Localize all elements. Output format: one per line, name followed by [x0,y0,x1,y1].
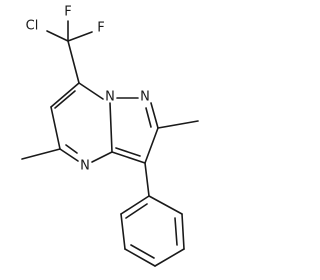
bond-c3-c3a-double [115,147,141,157]
bond-c2-c3 [144,127,159,164]
bond-c3-phenyl [144,162,150,197]
bond-c7-c6 [50,82,80,108]
bond-ph-2 [120,213,126,250]
bond-n1-c2 [150,102,159,129]
bond-c-c7 [67,40,80,84]
atom-n4: N [80,159,90,174]
bond-c3a-n7a [109,102,113,153]
bond-ph-6 [148,195,183,215]
bond-ph-5-double [174,217,178,246]
bond-c-cl [46,30,69,42]
bond-ph-1 [120,195,150,215]
bonds [21,20,199,267]
bond-ph-3 [124,248,156,267]
bond-c5-n4 [59,148,79,162]
bond-c-f2 [67,31,93,42]
bond-c2-methyl [157,120,199,129]
atom-f2: F [97,21,104,36]
atom-labels: Cl F F N N N [26,5,150,174]
bond-n1-c2-double [145,107,152,128]
bond-c6-c5 [50,106,61,150]
bond-n4-c3a [91,151,113,163]
bond-ph-5 [181,213,185,250]
bond-c5-n4-double [65,144,78,154]
bond-ph-1-double [125,203,148,219]
atom-n1: N [140,90,150,105]
bond-c7-c6-double [54,90,76,109]
bond-ph-3-double [130,244,155,259]
bond-n7a-c7 [78,82,104,100]
atom-cl: Cl [26,19,39,34]
chemical-structure: Cl F F N N N [21,5,199,267]
bond-c5-methyl [21,148,61,160]
bond-ph-4 [154,248,185,267]
atom-f1: F [64,5,71,20]
atom-n7a: N [105,90,115,105]
bond-c3-c3a [111,151,146,164]
